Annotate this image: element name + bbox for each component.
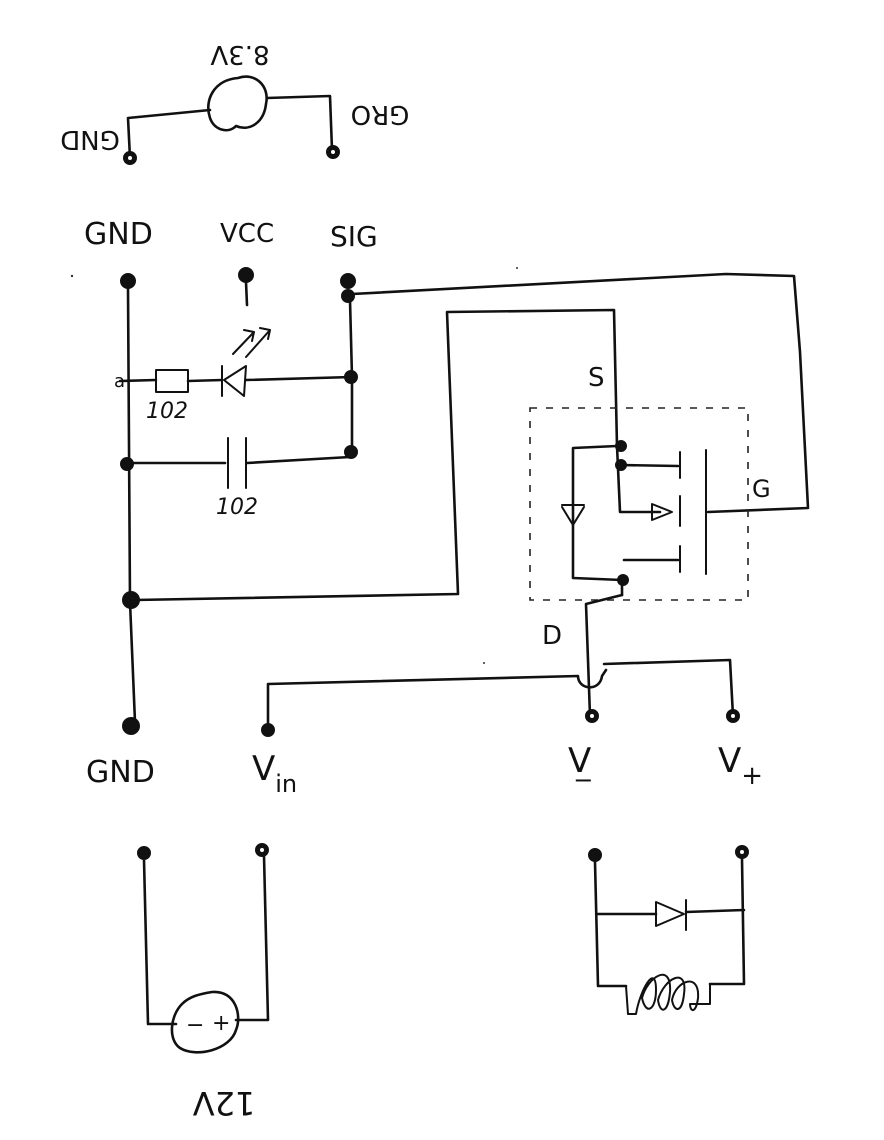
- top-source-body: [207, 75, 268, 132]
- coil-winding: [625, 973, 711, 1015]
- pin-label-vcc: VCC: [220, 219, 274, 249]
- mosfet-gate-label: G: [752, 475, 771, 503]
- pin-terminal-sig-2: [341, 289, 355, 303]
- header-pins: GND VCC SIG: [84, 217, 378, 307]
- body-diode: [561, 504, 585, 526]
- resistor-label: 102: [146, 399, 188, 424]
- pin-label-sig: SIG: [330, 220, 378, 253]
- capacitor-symbol: [227, 437, 247, 489]
- gate-signal-wire: [350, 272, 810, 514]
- flyback-diode: [596, 899, 746, 931]
- bottom-label-gnd: GND: [86, 755, 155, 790]
- battery-minus: −: [186, 1013, 204, 1038]
- bottom-label-vin: Vin: [252, 749, 297, 798]
- bottom-label-vminus: V−: [568, 741, 593, 794]
- top-source-right-label: GRO: [351, 99, 410, 129]
- resistor: [155, 369, 189, 393]
- battery-12v: − + 12V: [137, 843, 270, 1122]
- pin-terminal-gnd: [120, 273, 136, 289]
- mosfet-package-outline: [529, 407, 749, 601]
- pin-terminal-vcc: [238, 267, 254, 283]
- bottom-pins: GND Vin V− V+: [86, 709, 763, 798]
- top-source-wire-left: [126, 108, 212, 160]
- drain-wire: [584, 593, 624, 718]
- ground-to-source-wire: [133, 308, 619, 602]
- vin-wire: [266, 668, 608, 728]
- pin-terminal-sig: [340, 273, 356, 289]
- battery-body: [170, 990, 240, 1054]
- battery-plus: +: [212, 1011, 230, 1036]
- led-symbol: [221, 327, 271, 397]
- mosfet-drain-label: D: [542, 621, 562, 651]
- mosfet-source-label: S: [588, 363, 605, 393]
- gnd-rail: [126, 286, 137, 724]
- led-cap-network: 102 102 a: [114, 286, 358, 724]
- battery-label: 12V: [193, 1084, 256, 1122]
- capacitor-label: 102: [216, 495, 258, 520]
- bottom-terminal-vin: [261, 723, 275, 737]
- svg-text:a: a: [114, 371, 125, 392]
- bottom-terminal-gnd: [122, 717, 140, 735]
- bottom-label-vplus: V+: [718, 741, 763, 791]
- mosfet-symbol: S G D: [529, 363, 771, 651]
- top-source-left-label: GND: [60, 124, 120, 154]
- top-source-voltage-label: 8.3V: [210, 39, 269, 69]
- pin-label-gnd: GND: [84, 217, 153, 252]
- top-source-group: 8.3V GND GRO: [60, 39, 410, 165]
- coil-load: [588, 845, 749, 1015]
- vplus-wire: [602, 658, 735, 718]
- top-source-wire-right: [265, 94, 334, 152]
